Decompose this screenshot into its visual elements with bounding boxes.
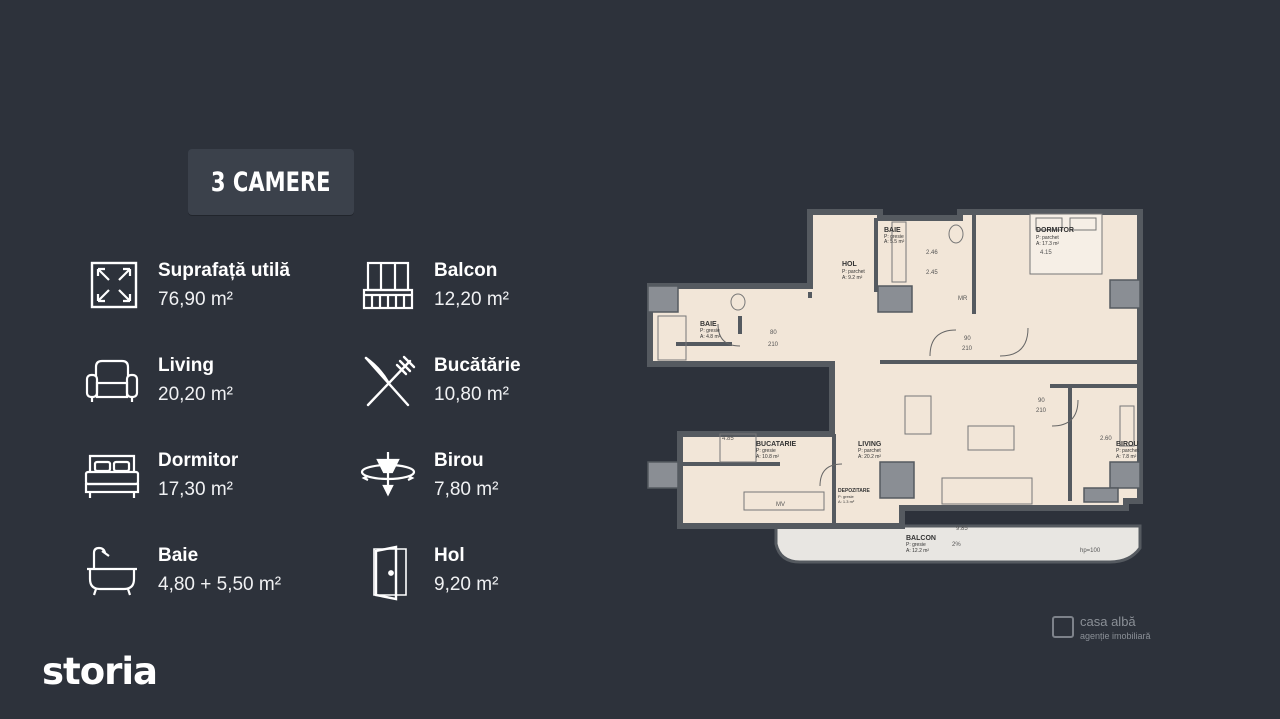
plan-room-name: DEPOZITARE	[838, 488, 871, 494]
spec-value: 17,30 m²	[158, 479, 233, 500]
plan-dim: 2%	[952, 542, 961, 548]
plan-dim: 210	[962, 346, 973, 352]
spec-label: Dormitor	[158, 450, 239, 471]
plan-dim: 90	[964, 336, 971, 342]
plan-dim: 210	[1036, 408, 1047, 414]
floor-area	[647, 209, 1143, 529]
spec-value: 12,20 m²	[434, 289, 509, 310]
spec-value: 10,80 m²	[434, 384, 509, 405]
balcony-icon	[362, 261, 414, 310]
plan-dim: MV	[776, 502, 785, 508]
floor-plan: DORMITOR P: parchet A: 17.3 m² HOL P: pa…	[647, 209, 1143, 564]
bed-icon	[84, 454, 140, 498]
agency-subtitle: agenție imobiliară	[1080, 631, 1151, 641]
spec-label: Baie	[158, 545, 199, 566]
plan-dim: hp=100	[1080, 548, 1101, 554]
plan-room-info: P: gresie	[906, 542, 926, 548]
spec-label: Birou	[434, 450, 484, 471]
plan-room-name: BALCON	[906, 535, 936, 542]
rooms-badge: 3 CAMERE	[188, 149, 354, 215]
desk-lamp-icon	[360, 452, 416, 497]
plan-room-area: A: 12.2 m²	[906, 548, 929, 554]
spec-label: Hol	[434, 545, 465, 566]
spec-label: Bucătărie	[434, 355, 521, 376]
plan-dim: 210	[768, 342, 779, 348]
plan-room-name: BIROU	[1116, 441, 1139, 448]
plan-room-name: LIVING	[858, 441, 882, 448]
spec-value: 20,20 m²	[158, 384, 233, 405]
plan-room-area: A: 7.8 m²	[1116, 454, 1137, 460]
plan-room-info: P: gresie	[756, 448, 776, 454]
plan-dim: 2.46	[926, 250, 938, 256]
bathtub-icon	[87, 546, 137, 596]
plan-room-info: P: gresie	[884, 234, 904, 240]
expand-arrows-icon	[90, 261, 138, 309]
plan-room-name: BAIE	[700, 321, 717, 328]
plan-dim: 2.45	[926, 270, 938, 276]
plan-room-area: A: 4.8 m²	[700, 334, 721, 340]
spec-label: Balcon	[434, 260, 498, 281]
rooms-badge-label: 3 CAMERE	[211, 166, 331, 198]
plan-dim: 90	[1038, 398, 1045, 404]
plan-room-info: P: parchet	[858, 448, 881, 454]
plan-room-name: BUCATARIE	[756, 441, 797, 448]
agency-logo: casa albă agenție imobiliară	[1052, 614, 1162, 644]
storia-logo: storia	[42, 650, 158, 693]
plan-dim: 9.85	[956, 526, 968, 532]
plan-dim: 80	[770, 330, 777, 336]
plan-room-area: A: 20.2 m²	[858, 454, 881, 460]
plan-room-name: BAIE	[884, 227, 901, 234]
plan-room-area: A: 17.3 m²	[1036, 241, 1059, 247]
plan-room-area: A: 9.2 m²	[842, 275, 863, 281]
armchair-icon	[85, 359, 139, 402]
plan-dim: MR	[958, 296, 968, 302]
plan-room-info: P: gresie	[838, 494, 855, 499]
agency-logo-icon	[1052, 616, 1074, 638]
spec-label: Living	[158, 355, 214, 376]
plan-dim: 4.85	[722, 436, 734, 442]
plan-room-name: HOL	[842, 261, 858, 268]
plan-dim: 4.15	[1040, 250, 1052, 256]
plan-dim: 2.60	[1100, 436, 1112, 442]
balcony-area	[774, 524, 1142, 564]
plan-room-area: A: 1.3 m²	[838, 499, 855, 504]
plan-room-name: DORMITOR	[1036, 227, 1074, 234]
spec-label: Suprafață utilă	[158, 260, 290, 281]
plan-room-info: P: parchet	[1036, 235, 1059, 241]
plan-room-info: P: parchet	[842, 269, 865, 275]
agency-name: casa albă	[1080, 614, 1136, 629]
plan-room-info: P: parchet	[1116, 448, 1139, 454]
door-icon	[373, 545, 407, 601]
spec-value: 9,20 m²	[434, 574, 499, 595]
plan-room-area: A: 10.8 m²	[756, 454, 779, 460]
spec-value: 7,80 m²	[434, 479, 499, 500]
plan-room-info: P: gresie	[700, 328, 720, 334]
spec-value: 76,90 m²	[158, 289, 233, 310]
knife-fork-icon	[364, 355, 416, 407]
spec-value: 4,80 + 5,50 m²	[158, 574, 282, 595]
plan-room-area: A: 5.5 m²	[884, 239, 905, 245]
